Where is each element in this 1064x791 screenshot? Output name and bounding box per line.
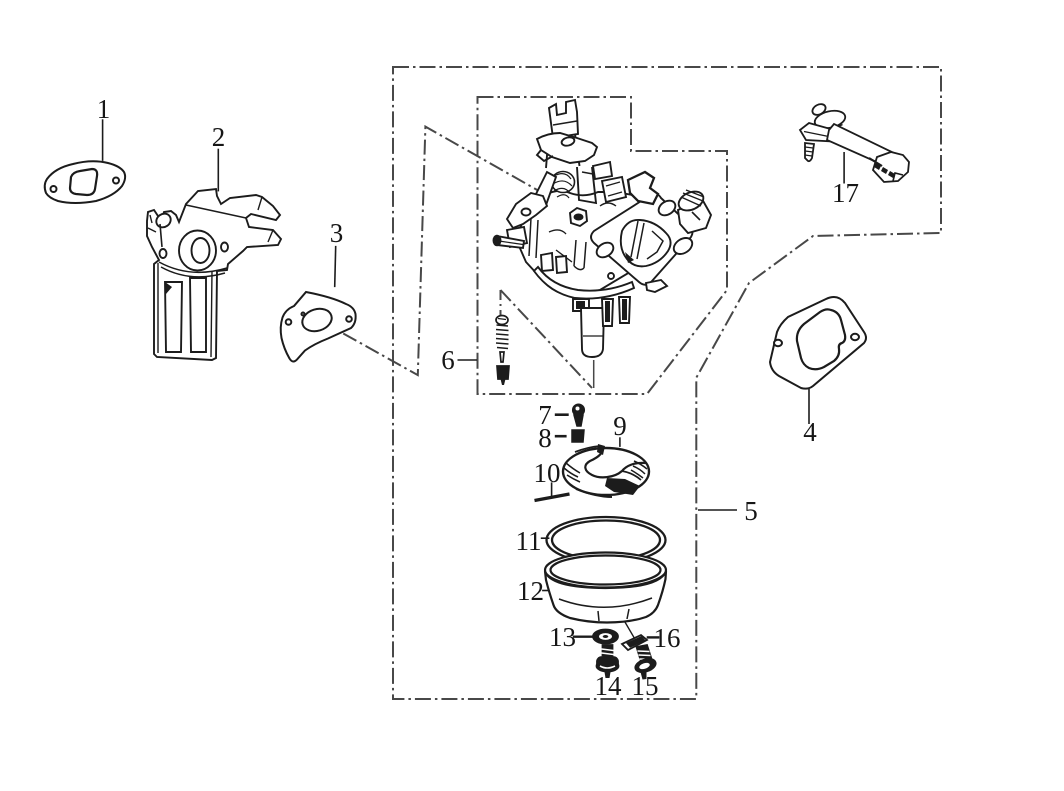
- svg-text:17: 17: [832, 178, 859, 208]
- svg-text:10: 10: [534, 458, 561, 488]
- svg-text:16: 16: [654, 623, 681, 653]
- svg-text:6: 6: [441, 345, 455, 375]
- svg-text:5: 5: [744, 496, 758, 526]
- svg-text:3: 3: [330, 218, 344, 248]
- svg-text:8: 8: [538, 423, 552, 453]
- svg-text:11: 11: [516, 526, 542, 556]
- svg-text:4: 4: [803, 417, 817, 447]
- svg-text:7: 7: [538, 400, 552, 430]
- svg-text:12: 12: [517, 576, 544, 606]
- svg-text:13: 13: [549, 622, 576, 652]
- svg-text:9: 9: [613, 411, 627, 441]
- svg-text:2: 2: [212, 122, 226, 152]
- svg-text:1: 1: [97, 94, 111, 124]
